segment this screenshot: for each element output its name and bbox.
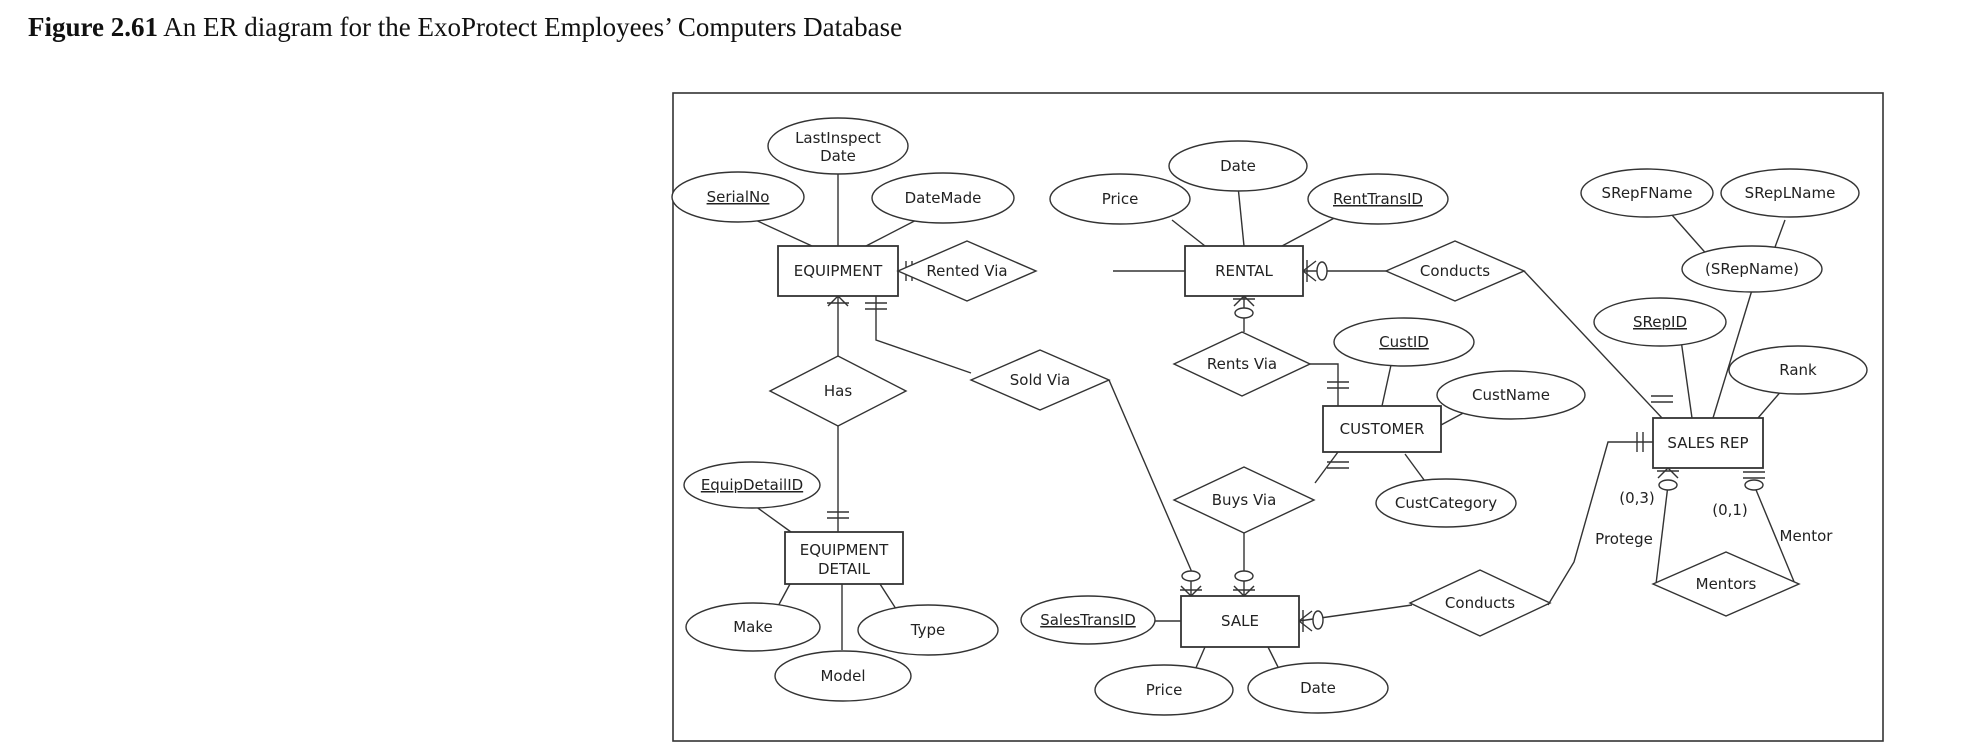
attribute-equip-detail-id-label: EquipDetailID — [701, 476, 803, 494]
attribute-sale-price-label: Price — [1146, 681, 1183, 699]
protege-role-label: Protege — [1595, 530, 1653, 548]
relationship-rents-via-label: Rents Via — [1207, 355, 1277, 373]
figure-caption: Figure 2.61 An ER diagram for the ExoPro… — [28, 12, 902, 43]
entity-rental: RENTAL — [1184, 245, 1304, 297]
figure-title: An ER diagram for the ExoProtect Employe… — [163, 12, 903, 42]
attribute-sale-date: Date — [1247, 662, 1389, 714]
protege-cardinality: (0,3) — [1619, 489, 1655, 507]
attribute-equip-detail-id: EquipDetailID — [683, 461, 821, 509]
attribute-cust-category-label: CustCategory — [1395, 494, 1497, 512]
attribute-rental-date-label: Date — [1220, 157, 1256, 175]
relationship-conducts-rental: Conducts — [1384, 240, 1526, 302]
attribute-rent-trans-id-label: RentTransID — [1333, 190, 1423, 208]
entity-sales-rep-label: SALES REP — [1667, 434, 1748, 452]
relationship-has: Has — [768, 355, 908, 427]
attribute-make-label: Make — [733, 618, 773, 636]
relationship-mentors: Mentors — [1651, 551, 1801, 617]
attribute-rental-date: Date — [1168, 140, 1308, 192]
entity-customer-label: CUSTOMER — [1340, 420, 1425, 438]
entity-rental-label: RENTAL — [1215, 262, 1273, 280]
attribute-cust-name: CustName — [1436, 370, 1586, 420]
attribute-sales-trans-id-label: SalesTransID — [1040, 611, 1136, 629]
mentor-role-label: Mentor — [1780, 527, 1834, 545]
entity-equipment-detail-label-line1: EQUIPMENT — [800, 541, 889, 559]
entity-equipment-label: EQUIPMENT — [794, 262, 883, 280]
attribute-last-inspect-date-line2: Date — [820, 147, 856, 165]
attribute-rental-price: Price — [1049, 173, 1191, 225]
attribute-cust-category: CustCategory — [1375, 478, 1517, 528]
attribute-rental-price-label: Price — [1102, 190, 1139, 208]
mentor-cardinality: (0,1) — [1712, 501, 1748, 519]
relationship-has-label: Has — [824, 382, 852, 400]
attribute-rent-trans-id: RentTransID — [1307, 173, 1449, 225]
relationship-rents-via: Rents Via — [1172, 331, 1312, 397]
attribute-serial-no-label: SerialNo — [707, 188, 770, 206]
attribute-last-inspect-date-line1: LastInspect — [795, 129, 881, 147]
relationship-mentors-label: Mentors — [1696, 575, 1757, 593]
attribute-cust-name-label: CustName — [1472, 386, 1550, 404]
figure-label: Figure 2.61 — [28, 12, 158, 42]
relationship-buys-via-label: Buys Via — [1212, 491, 1277, 509]
attribute-sale-price: Price — [1094, 664, 1234, 716]
relationship-conducts-sale: Conducts — [1408, 569, 1552, 637]
attribute-srep-fname: SRepFName — [1580, 168, 1714, 218]
attribute-sales-trans-id: SalesTransID — [1020, 595, 1156, 645]
attribute-rank: Rank — [1728, 345, 1868, 395]
relationship-conducts-rental-label: Conducts — [1420, 262, 1490, 280]
relationship-sold-via-label: Sold Via — [1010, 371, 1070, 389]
attribute-cust-id-label: CustID — [1379, 333, 1429, 351]
relationship-buys-via: Buys Via — [1172, 466, 1316, 534]
relationship-rented-via-label: Rented Via — [926, 262, 1007, 280]
attribute-model: Model — [774, 650, 912, 702]
attribute-cust-id: CustID — [1333, 317, 1475, 367]
entity-sale: SALE — [1180, 595, 1300, 648]
entity-customer: CUSTOMER — [1322, 405, 1442, 453]
attribute-srep-id-label: SRepID — [1633, 313, 1687, 331]
attribute-type: Type — [857, 604, 999, 656]
attribute-last-inspect-date: LastInspect Date — [767, 117, 909, 175]
attribute-sale-date-label: Date — [1300, 679, 1336, 697]
attribute-type-label: Type — [910, 621, 945, 639]
entity-sales-rep: SALES REP — [1652, 417, 1764, 469]
entity-equipment: EQUIPMENT — [777, 245, 899, 297]
attribute-srep-lname-label: SRepLName — [1745, 184, 1836, 202]
attribute-serial-no: SerialNo — [671, 171, 805, 223]
relationship-rented-via: Rented Via — [896, 240, 1038, 302]
attribute-srep-fname-label: SRepFName — [1602, 184, 1693, 202]
relationship-conducts-sale-label: Conducts — [1445, 594, 1515, 612]
entity-equipment-detail: EQUIPMENT DETAIL — [784, 531, 904, 585]
attribute-date-made: DateMade — [871, 172, 1015, 224]
attribute-srep-id: SRepID — [1593, 297, 1727, 347]
attribute-srep-name: (SRepName) — [1681, 245, 1823, 293]
attribute-make: Make — [685, 602, 821, 652]
entity-equipment-detail-label-line2: DETAIL — [818, 560, 871, 578]
attribute-rank-label: Rank — [1779, 361, 1817, 379]
attribute-srep-lname: SRepLName — [1720, 168, 1860, 218]
attribute-srep-name-label: (SRepName) — [1705, 260, 1799, 278]
attribute-date-made-label: DateMade — [905, 189, 982, 207]
attribute-model-label: Model — [820, 667, 865, 685]
entity-sale-label: SALE — [1221, 612, 1259, 630]
relationship-sold-via: Sold Via — [969, 349, 1111, 411]
